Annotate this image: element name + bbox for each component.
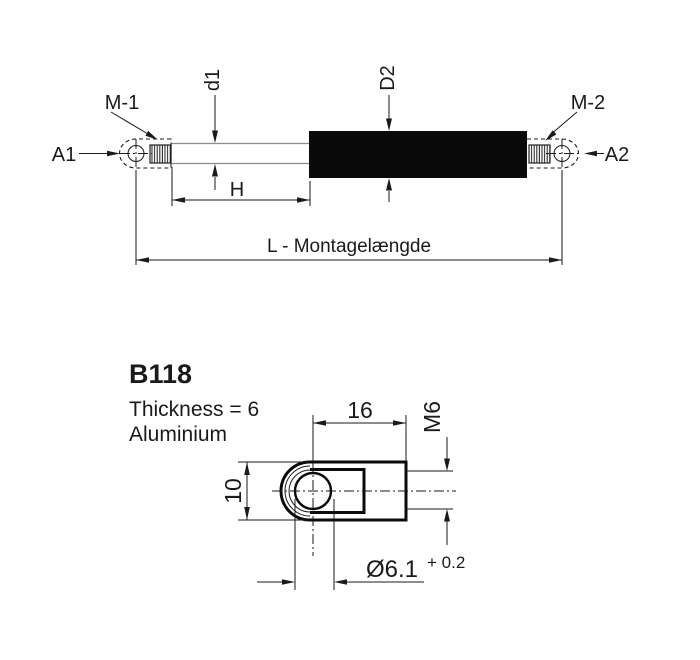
eyelet-right-hole bbox=[546, 139, 578, 169]
dimension-l: L - Montagelængde bbox=[135, 170, 563, 265]
label-hole-tolerance: + 0.2 bbox=[427, 553, 465, 572]
label-a1: A1 bbox=[52, 144, 76, 166]
dimension-10: 10 bbox=[220, 461, 309, 521]
m2-leader-arrow bbox=[545, 111, 578, 141]
end-fitting-drawing: B118 Thickness = 6 Aluminium 16 M6 bbox=[129, 359, 465, 590]
label-h: H bbox=[230, 179, 244, 201]
dimension-d1: d1 bbox=[202, 69, 224, 190]
label-a2: A2 bbox=[605, 144, 629, 166]
m1-leader-arrow bbox=[110, 111, 158, 140]
a1-arrow bbox=[79, 150, 120, 157]
dimension-16: 16 bbox=[312, 397, 407, 462]
label-m6: M6 bbox=[419, 401, 445, 433]
label-10: 10 bbox=[220, 478, 246, 504]
eyelet-left-hole bbox=[120, 139, 152, 169]
cylinder-body bbox=[309, 131, 527, 178]
label-m2: M-2 bbox=[571, 92, 605, 114]
thickness-note: Thickness = 6 bbox=[129, 398, 259, 421]
label-montagelaengde: L - Montagelængde bbox=[267, 236, 431, 257]
label-d2: D2 bbox=[377, 65, 399, 91]
eyelet-right-dashed-outline bbox=[527, 138, 580, 169]
dimension-d2: D2 bbox=[377, 65, 399, 202]
label-hole-diameter: Ø6.1 bbox=[366, 556, 418, 583]
gas-spring-drawing: A1 A2 M-1 M-2 d1 D2 bbox=[52, 65, 629, 265]
thread-left bbox=[149, 144, 172, 164]
label-d1: d1 bbox=[202, 69, 224, 91]
label-m1: M-1 bbox=[105, 92, 139, 114]
dimension-m6: M6 bbox=[406, 401, 453, 545]
part-number: B118 bbox=[129, 359, 192, 389]
dimension-hole: Ø6.1 + 0.2 bbox=[257, 499, 465, 590]
dimension-h: H bbox=[171, 167, 311, 206]
piston-rod bbox=[171, 142, 309, 165]
material-note: Aluminium bbox=[129, 423, 227, 446]
a2-arrow bbox=[584, 150, 604, 157]
label-16: 16 bbox=[347, 397, 373, 423]
eyelet-arc-inner bbox=[288, 469, 311, 513]
